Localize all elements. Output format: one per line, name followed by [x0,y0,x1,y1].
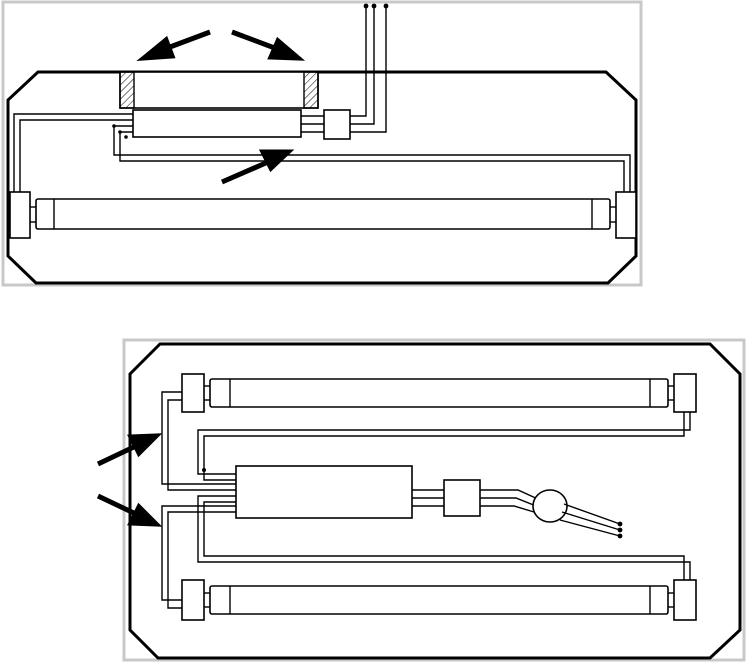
cover-bracket-right [304,72,318,108]
bottom-supply-wire-end-2 [618,528,623,533]
arrow-icon-up-left [144,32,210,58]
bottom-lamp-holder-top-right [674,374,696,412]
bottom-lamp-tube-top [204,379,674,407]
top-connector-block [324,110,350,139]
bottom-supply-wire-end-3 [618,534,623,539]
top-lamp-tube [30,199,616,229]
cable-grommet [533,490,567,522]
supply-wire-end-2 [372,4,377,9]
supply-wire-end-1 [364,4,369,9]
ballast-cover-panel [120,72,318,108]
top-lamp-holder-left [10,192,30,238]
top-lamp-holder-right [616,192,636,238]
supply-wire-end-3 [384,4,389,9]
cover-bracket-left [120,72,134,108]
bottom-lamp-holder-bottom-right [674,580,696,620]
bottom-lamp-tube-bottom [204,586,674,614]
bottom-lamp-holder-bottom-left [182,580,204,620]
arrow-icon-up-right [232,32,298,58]
bottom-supply-wire-end-1 [618,522,623,527]
bottom-ballast [236,466,412,518]
bottom-diagram [98,340,744,660]
top-diagram [3,2,641,285]
top-fixture-body [8,72,636,283]
bottom-lamp-holder-top-left [182,374,204,412]
top-ballast [133,110,301,137]
bottom-connector-block [444,480,480,516]
